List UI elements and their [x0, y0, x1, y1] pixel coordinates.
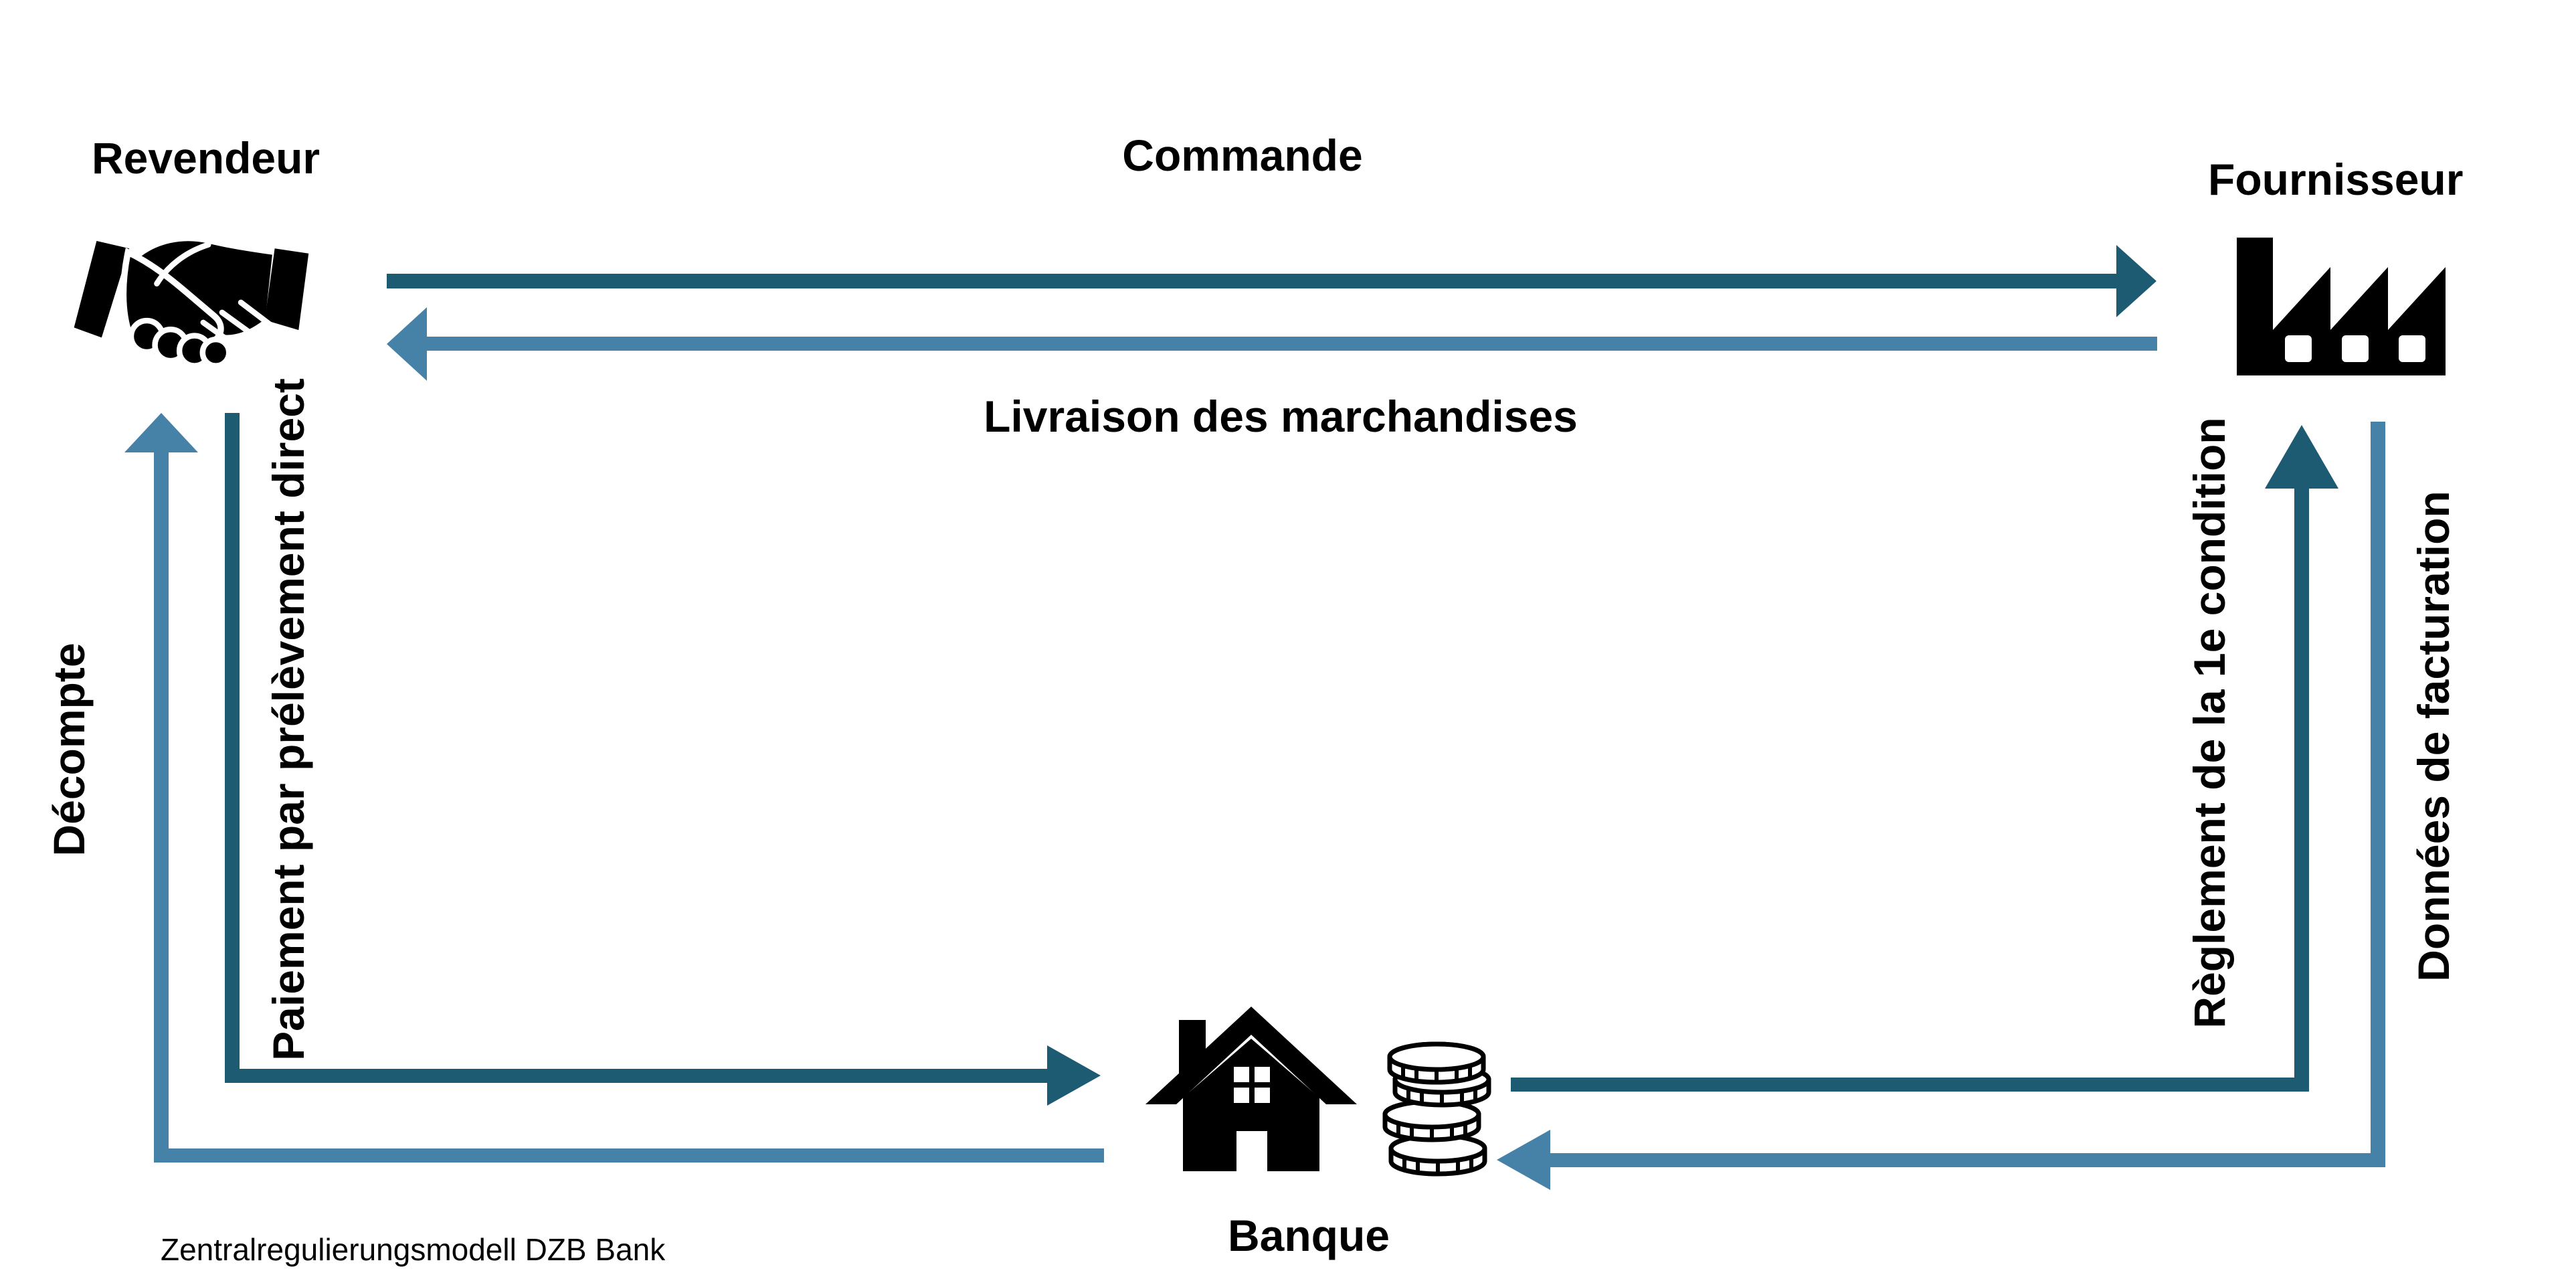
order-flow-label: Commande	[1122, 131, 1363, 180]
bank-label: Banque	[1227, 1211, 1390, 1260]
factory-icon	[2231, 230, 2449, 378]
direct-debit-flow-label: Paiement par prélèvement direct	[264, 378, 313, 1061]
settlement-flow-label: Règlement de la 1e condition	[2185, 417, 2234, 1029]
billing-data-arrow	[1497, 422, 2385, 1190]
diagram-caption: Zentralregulierungsmodell DZB Bank	[161, 1232, 666, 1267]
direct-debit-arrow	[225, 413, 1101, 1106]
bank-house-icon	[1144, 1003, 1358, 1175]
coins-icon	[1373, 1039, 1500, 1183]
delivery-flow-label: Livraison des marchandises	[984, 392, 1578, 441]
handshake-icon	[74, 231, 338, 381]
supplier-label: Fournisseur	[2208, 155, 2464, 204]
statement-flow-label: Décompte	[44, 642, 94, 857]
delivery-arrow	[387, 307, 2157, 381]
reseller-label: Revendeur	[92, 133, 320, 183]
billing-data-flow-label: Données de facturation	[2409, 491, 2458, 982]
order-arrow	[387, 245, 2156, 317]
